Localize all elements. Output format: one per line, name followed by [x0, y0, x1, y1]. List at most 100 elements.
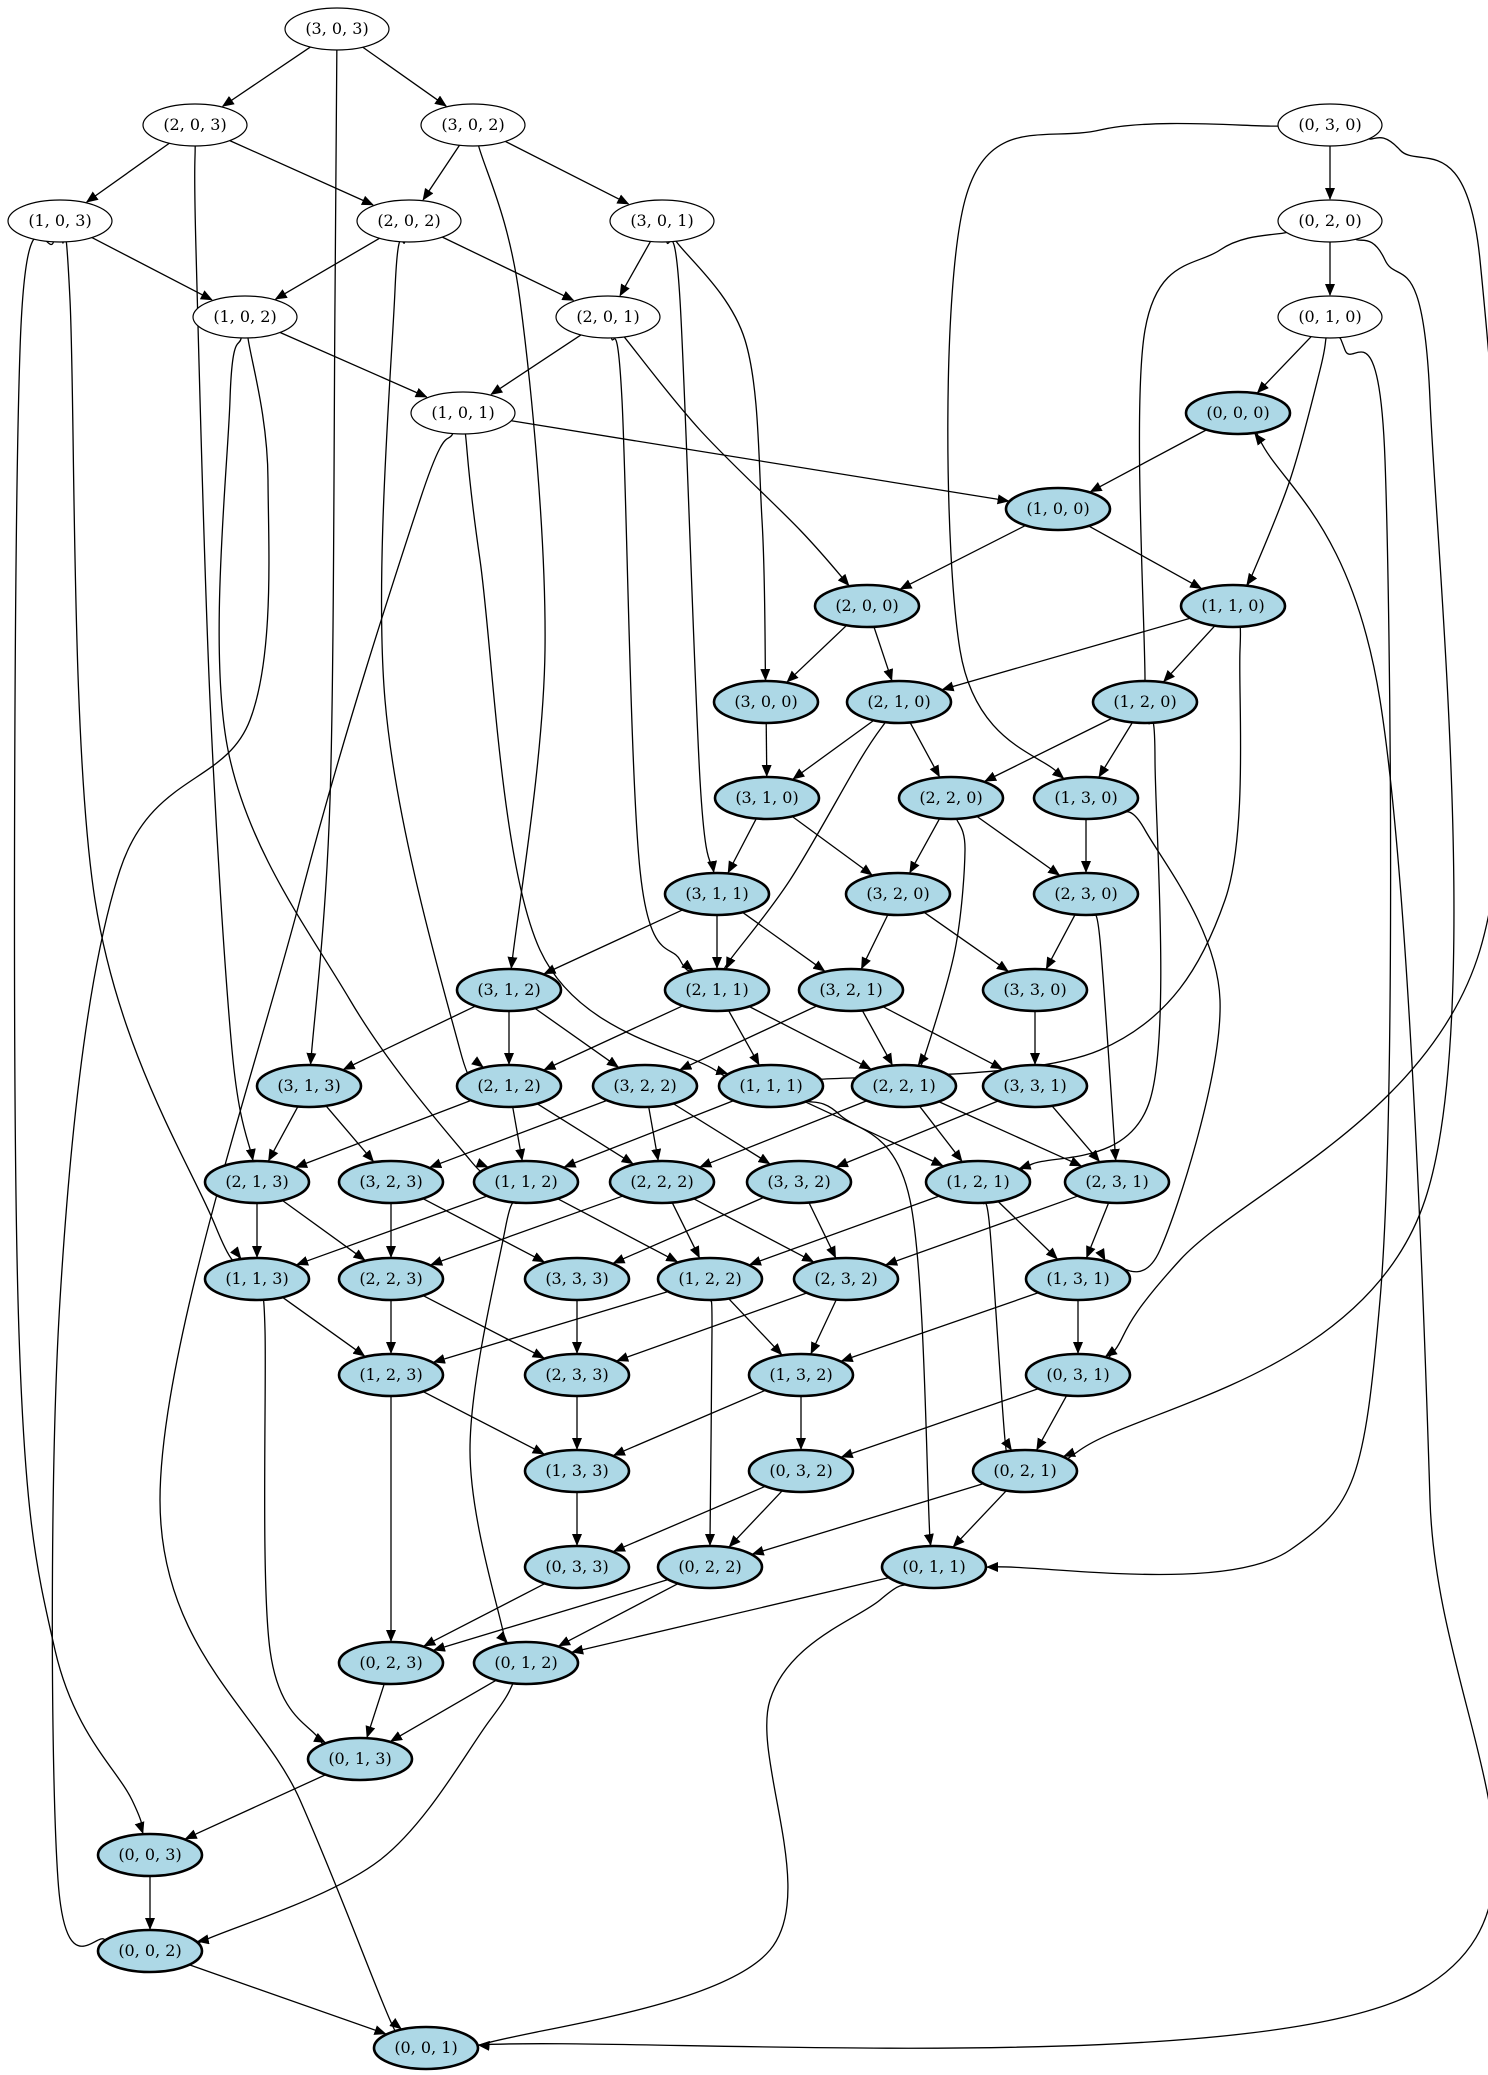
node-1-1-1: (1, 1, 1) [717, 1063, 825, 1109]
node-3-1-0: (3, 1, 0) [713, 775, 821, 821]
edge-2-1-1-to-1-1-1 [727, 1010, 760, 1066]
edge-1-2-0-to-1-3-0 [1098, 722, 1134, 778]
node-label: (1, 3, 0) [1054, 788, 1117, 807]
node-label: (3, 2, 1) [819, 980, 882, 999]
node-label: (2, 2, 2) [630, 1172, 693, 1191]
node-1-1-3: (1, 1, 3) [203, 1256, 311, 1302]
edge-3-0-3-to-3-1-3 [306, 49, 338, 1066]
edge-1-2-0-to-2-2-0 [984, 717, 1113, 782]
node-ellipse [420, 103, 526, 147]
node-ellipse [523, 1352, 631, 1398]
edge-1-0-3-to-1-1-3 [62, 232, 242, 1263]
node-0-1-0: (0, 1, 0) [1277, 295, 1383, 339]
edge-2-0-2-to-2-0-1 [442, 236, 575, 301]
edge-1-1-3-to-0-1-3 [259, 1294, 327, 1749]
node-1-0-3: (1, 0, 3) [7, 199, 113, 243]
edge-0-0-1-to-0-0-0 [477, 418, 1488, 2049]
node-ellipse [472, 1159, 580, 1205]
node-label: (2, 1, 0) [867, 692, 930, 711]
edge-0-1-0-to-0-0-0 [1256, 336, 1312, 394]
edge-2-0-3-to-2-0-2 [229, 140, 374, 206]
node-0-1-1: (0, 1, 1) [880, 1544, 988, 1590]
node-ellipse [96, 1832, 204, 1878]
edge-2-0-1-to-2-1-1 [610, 337, 694, 972]
edge-1-2-1-to-0-2-1 [982, 1202, 1012, 1460]
node-ellipse [971, 1448, 1079, 1494]
node-1-2-3: (1, 2, 3) [337, 1352, 445, 1398]
edge-2-0-2-to-2-1-2 [380, 239, 484, 1082]
node-2-3-2: (2, 3, 2) [792, 1256, 900, 1302]
node-label: (2, 1, 1) [685, 980, 748, 999]
node-2-3-3: (2, 3, 3) [523, 1352, 631, 1398]
node-3-0-0: (3, 0, 0) [712, 679, 820, 725]
edge-3-1-0-to-3-1-1 [727, 818, 757, 874]
node-label: (2, 0, 3) [163, 115, 226, 134]
node-1-0-0: (1, 0, 0) [1004, 486, 1112, 532]
node-2-3-1: (2, 3, 1) [1063, 1159, 1171, 1205]
edge-0-1-2-to-0-1-3 [390, 1679, 497, 1742]
edge-1-0-2-to-1-1-2 [218, 337, 489, 1175]
edge-1-0-2-to-0-0-2 [51, 337, 270, 1951]
node-ellipse [410, 391, 516, 435]
node-ellipse [663, 967, 771, 1013]
node-0-2-2: (0, 2, 2) [656, 1544, 764, 1590]
node-ellipse [1091, 679, 1199, 725]
node-ellipse [96, 1928, 204, 1974]
edge-0-2-1-to-0-2-2 [751, 1483, 984, 1556]
edge-2-0-1-to-2-0-0 [623, 336, 850, 587]
node-label: (1, 2, 1) [946, 1172, 1009, 1191]
edge-0-3-3-to-0-2-3 [423, 1582, 546, 1647]
node-ellipse [337, 1159, 445, 1205]
edge-0-1-3-to-0-0-3 [184, 1774, 326, 1840]
edge-1-0-3-to-1-0-2 [91, 236, 213, 301]
edge-3-1-3-to-2-1-3 [268, 1106, 299, 1162]
edge-0-2-1-to-0-1-1 [952, 1490, 1007, 1548]
node-ellipse [306, 1736, 414, 1782]
node-label: (3, 1, 0) [735, 788, 798, 807]
node-3-2-3: (3, 2, 3) [337, 1159, 445, 1205]
nodes-layer: (3, 0, 3)(2, 0, 3)(3, 0, 2)(0, 3, 0)(1, … [7, 7, 1383, 2071]
node-ellipse [192, 295, 298, 339]
edge-1-1-2-to-1-1-3 [296, 1195, 488, 1266]
node-ellipse [924, 1159, 1032, 1205]
edge-1-2-1-to-1-3-1 [997, 1200, 1058, 1260]
edge-1-1-0-to-2-1-0 [941, 617, 1191, 692]
node-label: (1, 2, 0) [1113, 692, 1176, 711]
node-0-3-2: (0, 3, 2) [747, 1448, 855, 1494]
node-label: (0, 2, 0) [1298, 211, 1361, 230]
node-1-3-1: (1, 3, 1) [1024, 1256, 1132, 1302]
node-label: (0, 3, 2) [769, 1461, 832, 1480]
node-2-0-3: (2, 0, 3) [142, 103, 248, 147]
edge-3-0-1-to-3-1-1 [666, 239, 718, 874]
edge-2-2-2-to-2-3-2 [693, 1198, 815, 1263]
edge-0-1-0-to-1-1-0 [1245, 337, 1327, 590]
edge-1-0-3-to-0-0-3 [13, 235, 145, 1835]
edge-2-2-1-to-2-2-2 [699, 1100, 868, 1168]
edge-3-2-1-to-2-2-1 [861, 1010, 893, 1066]
edge-0-2-2-to-0-1-2 [558, 1583, 679, 1647]
edge-3-3-1-to-2-3-1 [1051, 1105, 1100, 1163]
node-0-2-0: (0, 2, 0) [1277, 199, 1383, 243]
edge-2-0-1-to-1-0-1 [490, 334, 582, 395]
node-label: (1, 0, 3) [28, 211, 91, 230]
node-0-1-3: (0, 1, 3) [306, 1736, 414, 1782]
node-3-0-1: (3, 0, 1) [609, 199, 715, 243]
edge-2-2-0-to-2-3-0 [976, 815, 1061, 876]
node-ellipse [747, 1448, 855, 1494]
node-ellipse [609, 199, 715, 243]
edge-3-3-2-to-2-3-2 [808, 1202, 837, 1259]
edges-layer [13, 46, 1488, 2053]
node-ellipse [555, 295, 661, 339]
edge-3-0-2-to-2-0-2 [422, 144, 461, 201]
node-ellipse [203, 1256, 311, 1302]
node-ellipse [1024, 1352, 1132, 1398]
edge-0-1-2-to-0-0-2 [189, 1683, 514, 1948]
node-ellipse [523, 1544, 631, 1590]
node-1-2-2: (1, 2, 2) [656, 1256, 764, 1302]
edge-1-2-2-to-1-2-3 [432, 1290, 669, 1364]
node-ellipse [523, 1448, 631, 1494]
edge-3-0-1-to-3-0-0 [675, 240, 771, 682]
node-ellipse [1179, 583, 1287, 629]
edge-1-0-1-to-0-0-1 [159, 433, 454, 2040]
node-0-0-1: (0, 0, 1) [372, 2025, 480, 2071]
